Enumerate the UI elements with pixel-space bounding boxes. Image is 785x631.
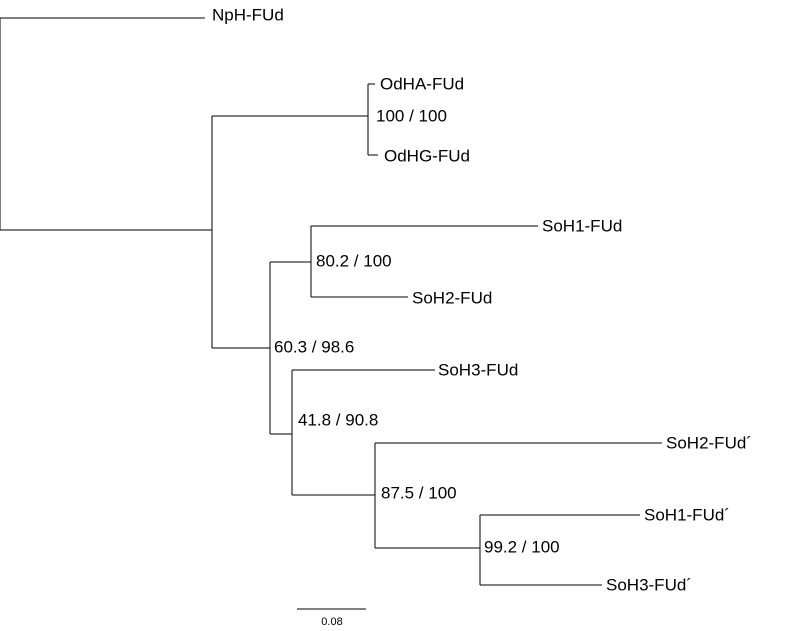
support-label-prime: 87.5 / 100 [381, 483, 457, 502]
support-label-soh3-prime: 41.8 / 90.8 [298, 410, 378, 429]
support-label-odh: 100 / 100 [376, 106, 447, 125]
leaf-label-nph: NpH-FUd [212, 5, 284, 24]
leaf-label-soh3: SoH3-FUd [438, 360, 518, 379]
support-label-soh13p: 99.2 / 100 [484, 537, 560, 556]
leaf-label-soh1: SoH1-FUd [542, 216, 622, 235]
leaf-label-soh2-prime: SoH2-FUd´ [666, 433, 752, 452]
leaf-label-odhg: OdHG-FUd [384, 146, 470, 165]
scale-bar-label: 0.08 [321, 616, 342, 628]
leaf-label-soh3-prime: SoH3-FUd´ [606, 575, 692, 594]
support-label-soh12: 80.2 / 100 [316, 251, 392, 270]
leaf-label-soh2: SoH2-FUd [412, 288, 492, 307]
leaf-label-odha: OdHA-FUd [380, 74, 464, 93]
leaf-label-soh1-prime: SoH1-FUd´ [644, 505, 730, 524]
support-label-soh-all: 60.3 / 98.6 [274, 337, 354, 356]
